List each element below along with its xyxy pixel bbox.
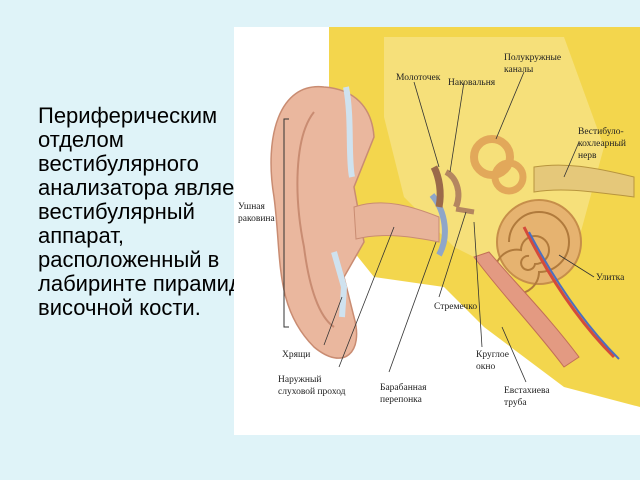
label-cartilage: Хрящи [282,350,310,360]
vestibulocochlear-nerve [533,164,635,198]
semicircular-canal-2 [491,159,527,195]
label-eardrum-2: перепонка [380,395,423,405]
label-eustachian-tube-1: Евстахиева [504,386,550,396]
auricle-bracket [283,118,289,328]
label-stapes: Стремечко [434,302,477,312]
label-semicircular-canals-1: Полукружные [504,53,561,63]
malleus [430,165,444,208]
label-nerve-3: нерв [578,151,597,161]
vessel-blue [528,231,620,360]
stapes [455,206,475,215]
slide-text: Периферическим отделом вестибулярного ан… [38,103,267,320]
label-incus: Наковальня [448,78,496,88]
label-auricle-1: Ушная [238,202,266,212]
ear-anatomy-figure: Молоточек Наковальня Полукружные каналы … [234,27,640,435]
eustachian-tube [473,251,580,368]
label-nerve-1: Вестибуло- [578,126,624,137]
label-cochlea: Улитка [596,273,625,283]
label-round-window-2: окно [476,362,495,372]
vessel-red [522,226,616,359]
label-eustachian-tube-2: труба [504,397,527,408]
eardrum [429,193,448,257]
ear-canal [353,202,440,243]
label-malleus: Молоточек [396,73,441,83]
auricle-fold [296,111,335,328]
label-semicircular-canals-2: каналы [504,65,534,75]
cartilage-lower [331,251,348,318]
incus [444,169,462,209]
label-ear-canal-2: слуховой проход [278,386,346,397]
label-auricle-2: раковина [238,214,276,224]
label-eardrum-1: Барабанная [380,382,427,393]
label-round-window-1: Круглое [476,350,509,360]
ear-diagram: Молоточек Наковальня Полукружные каналы … [238,27,640,408]
cartilage-upper [343,86,355,178]
label-ear-canal-1: Наружный [278,374,321,385]
label-nerve-2: кохлеарный [578,138,626,149]
leader-lines [323,71,595,383]
